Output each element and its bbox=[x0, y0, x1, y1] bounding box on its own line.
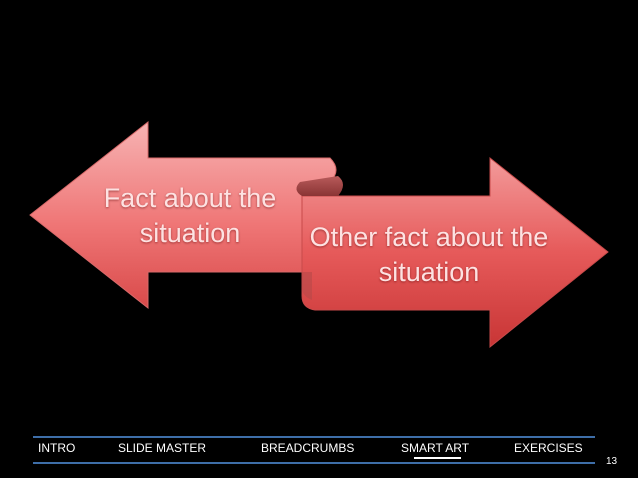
nav-item-smart-art[interactable]: SMART ART bbox=[401, 441, 470, 455]
nav-active-indicator bbox=[414, 457, 461, 459]
arrow-fold bbox=[296, 176, 343, 196]
nav-top-rule bbox=[33, 436, 595, 438]
nav-bottom-rule bbox=[33, 462, 595, 464]
nav-item-breadcrumbs[interactable]: BREADCRUMBS bbox=[261, 441, 355, 455]
right-arrow-shape bbox=[301, 156, 609, 349]
page-number: 13 bbox=[606, 456, 618, 467]
nav-item-slide-master[interactable]: SLIDE MASTER bbox=[118, 441, 207, 455]
nav-item-intro[interactable]: INTRO bbox=[38, 441, 76, 455]
left-arrow-text: Fact about the situation bbox=[103, 183, 277, 248]
right-arrow-text: Other fact about the situation bbox=[309, 222, 549, 287]
arrow-fold-lower bbox=[302, 272, 312, 300]
nav-item-exercises[interactable]: EXERCISES bbox=[514, 441, 583, 455]
